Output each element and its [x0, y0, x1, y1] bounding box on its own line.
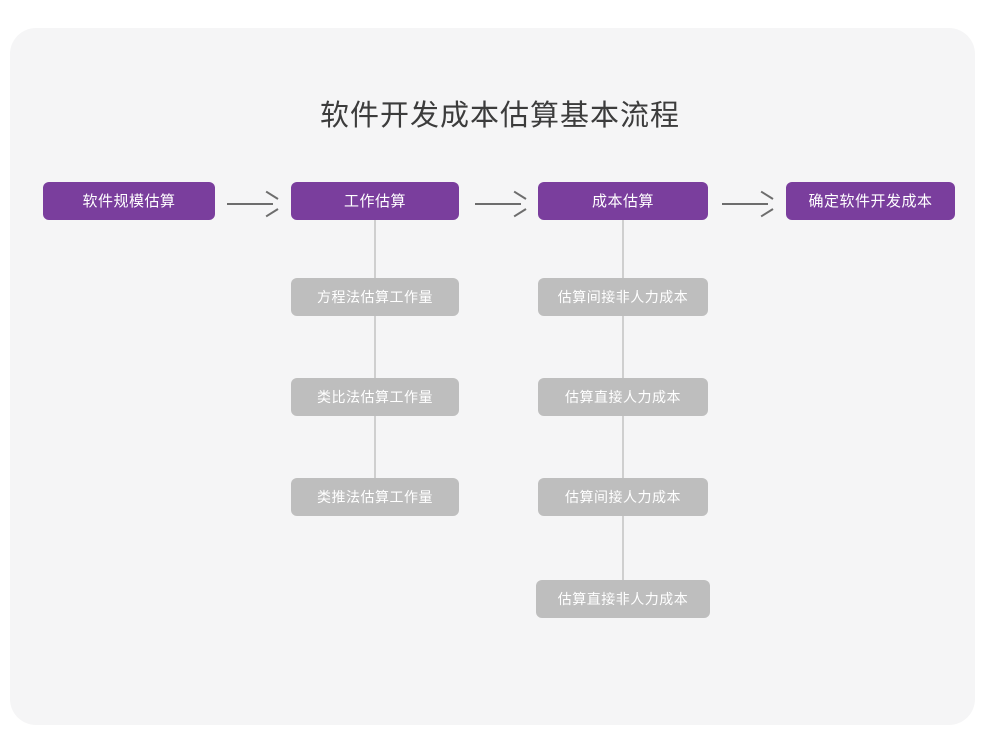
branch-node-cost-1[interactable]: 估算间接非人力成本 — [538, 278, 708, 316]
page-title: 软件开发成本估算基本流程 — [319, 100, 680, 132]
branch-node-cost-4[interactable]: 估算直接非人力成本 — [536, 580, 710, 618]
connector-line-cost-1 — [622, 220, 624, 278]
branch-node-cost-3-label: 估算间接人力成本 — [565, 489, 681, 505]
flow-node-step-4[interactable]: 确定软件开发成本 — [786, 182, 955, 220]
branch-node-work-3[interactable]: 类推法估算工作量 — [291, 478, 459, 516]
branch-node-work-2[interactable]: 类比法估算工作量 — [291, 378, 459, 416]
flow-node-step-1-label: 软件规模估算 — [82, 192, 176, 210]
diagram-card-background — [10, 28, 975, 725]
arrow-shaft — [722, 203, 768, 205]
connector-line-work-3 — [374, 416, 376, 478]
branch-node-work-1[interactable]: 方程法估算工作量 — [291, 278, 459, 316]
flow-node-step-3[interactable]: 成本估算 — [538, 182, 708, 220]
flow-node-step-3-label: 成本估算 — [591, 192, 654, 210]
connector-line-cost-3 — [622, 416, 624, 478]
arrow-right-icon-1 — [227, 190, 279, 218]
flow-node-step-1[interactable]: 软件规模估算 — [43, 182, 215, 220]
branch-node-work-1-label: 方程法估算工作量 — [317, 289, 433, 305]
connector-line-work-2 — [374, 316, 376, 378]
branch-node-work-2-label: 类比法估算工作量 — [317, 389, 433, 405]
branch-node-work-3-label: 类推法估算工作量 — [317, 489, 433, 505]
arrow-right-icon-3 — [722, 190, 774, 218]
flow-node-step-4-label: 确定软件开发成本 — [808, 192, 933, 210]
branch-node-cost-2[interactable]: 估算直接人力成本 — [538, 378, 708, 416]
connector-line-cost-4 — [622, 516, 624, 580]
arrow-right-icon-2 — [475, 190, 527, 218]
arrow-shaft — [227, 203, 273, 205]
branch-node-cost-1-label: 估算间接非人力成本 — [557, 289, 689, 305]
flow-node-step-2-label: 工作估算 — [343, 192, 406, 210]
connector-line-cost-2 — [622, 316, 624, 378]
flow-node-step-2[interactable]: 工作估算 — [291, 182, 459, 220]
branch-node-cost-4-label: 估算直接非人力成本 — [557, 591, 689, 607]
branch-node-cost-2-label: 估算直接人力成本 — [565, 389, 681, 405]
branch-node-cost-3[interactable]: 估算间接人力成本 — [538, 478, 708, 516]
connector-line-work-1 — [374, 220, 376, 278]
arrow-shaft — [475, 203, 521, 205]
